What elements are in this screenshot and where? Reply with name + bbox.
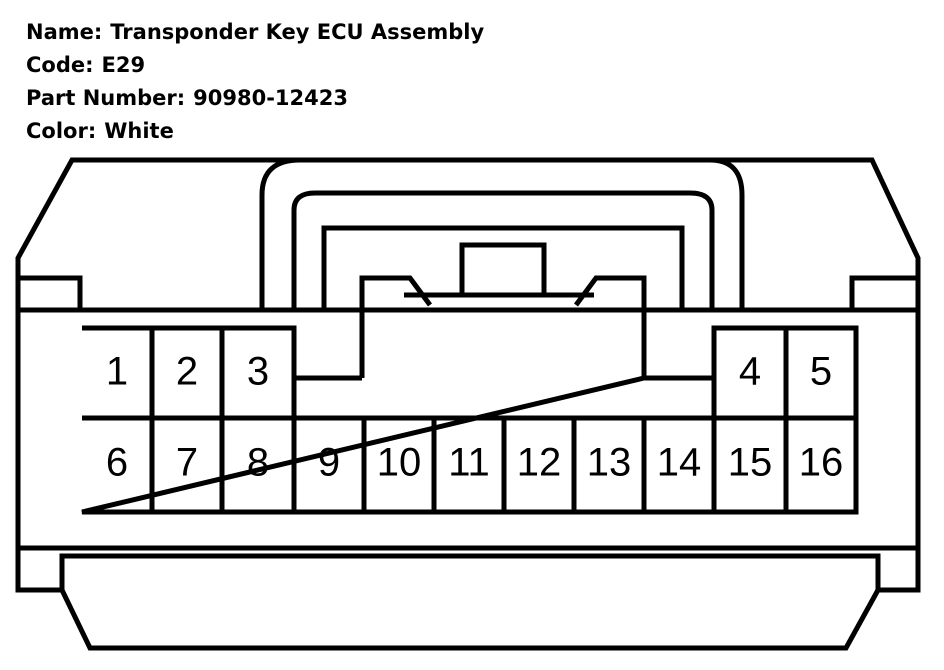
pin-15-label: 15: [728, 441, 773, 485]
lock-window: [321, 225, 685, 310]
lock-tab-outer: [259, 157, 745, 310]
pin-1-label: 1: [106, 350, 128, 394]
latch-block: [459, 242, 547, 298]
part-number-row: Part Number: 90980-12423: [26, 82, 484, 115]
pin-7-label: 7: [176, 441, 198, 485]
pin-13-label: 13: [587, 441, 632, 485]
pin-9-label: 9: [318, 441, 340, 485]
pin-16-label: 16: [799, 441, 844, 485]
name-label: Name:: [26, 20, 103, 44]
pin-14-label: 14: [657, 441, 702, 485]
housing-skirt: [59, 588, 881, 651]
pin-11-label: 11: [448, 441, 490, 485]
color-row: Color: White: [26, 115, 484, 148]
latch-hook-right: [573, 275, 647, 378]
code-label: Code:: [26, 53, 94, 77]
color-value: White: [104, 119, 174, 143]
part-number-label: Part Number:: [26, 86, 186, 110]
pin-4-label: 4: [739, 350, 761, 394]
code-row: Code: E29: [26, 49, 484, 82]
name-value: Transponder Key ECU Assembly: [110, 20, 485, 44]
pin-10-label: 10: [377, 441, 422, 485]
latch-hook-left: [359, 275, 433, 378]
connector-info: Name: Transponder Key ECU Assembly Code: E…: [26, 16, 484, 148]
pin-12-label: 12: [517, 441, 562, 485]
left-ear: [18, 275, 83, 310]
name-row: Name: Transponder Key ECU Assembly: [26, 16, 484, 49]
color-label: Color:: [26, 119, 97, 143]
housing-outline: [15, 157, 921, 593]
lock-tab-inner: [291, 190, 715, 310]
pin-3-label: 3: [247, 350, 269, 394]
part-number-value: 90980-12423: [193, 86, 348, 110]
pin-5-label: 5: [810, 350, 832, 394]
pin-6-label: 6: [106, 441, 128, 485]
code-value: E29: [101, 53, 146, 77]
pin-8-label: 8: [247, 441, 269, 485]
pin-2-label: 2: [176, 350, 198, 394]
right-ear: [849, 275, 918, 310]
